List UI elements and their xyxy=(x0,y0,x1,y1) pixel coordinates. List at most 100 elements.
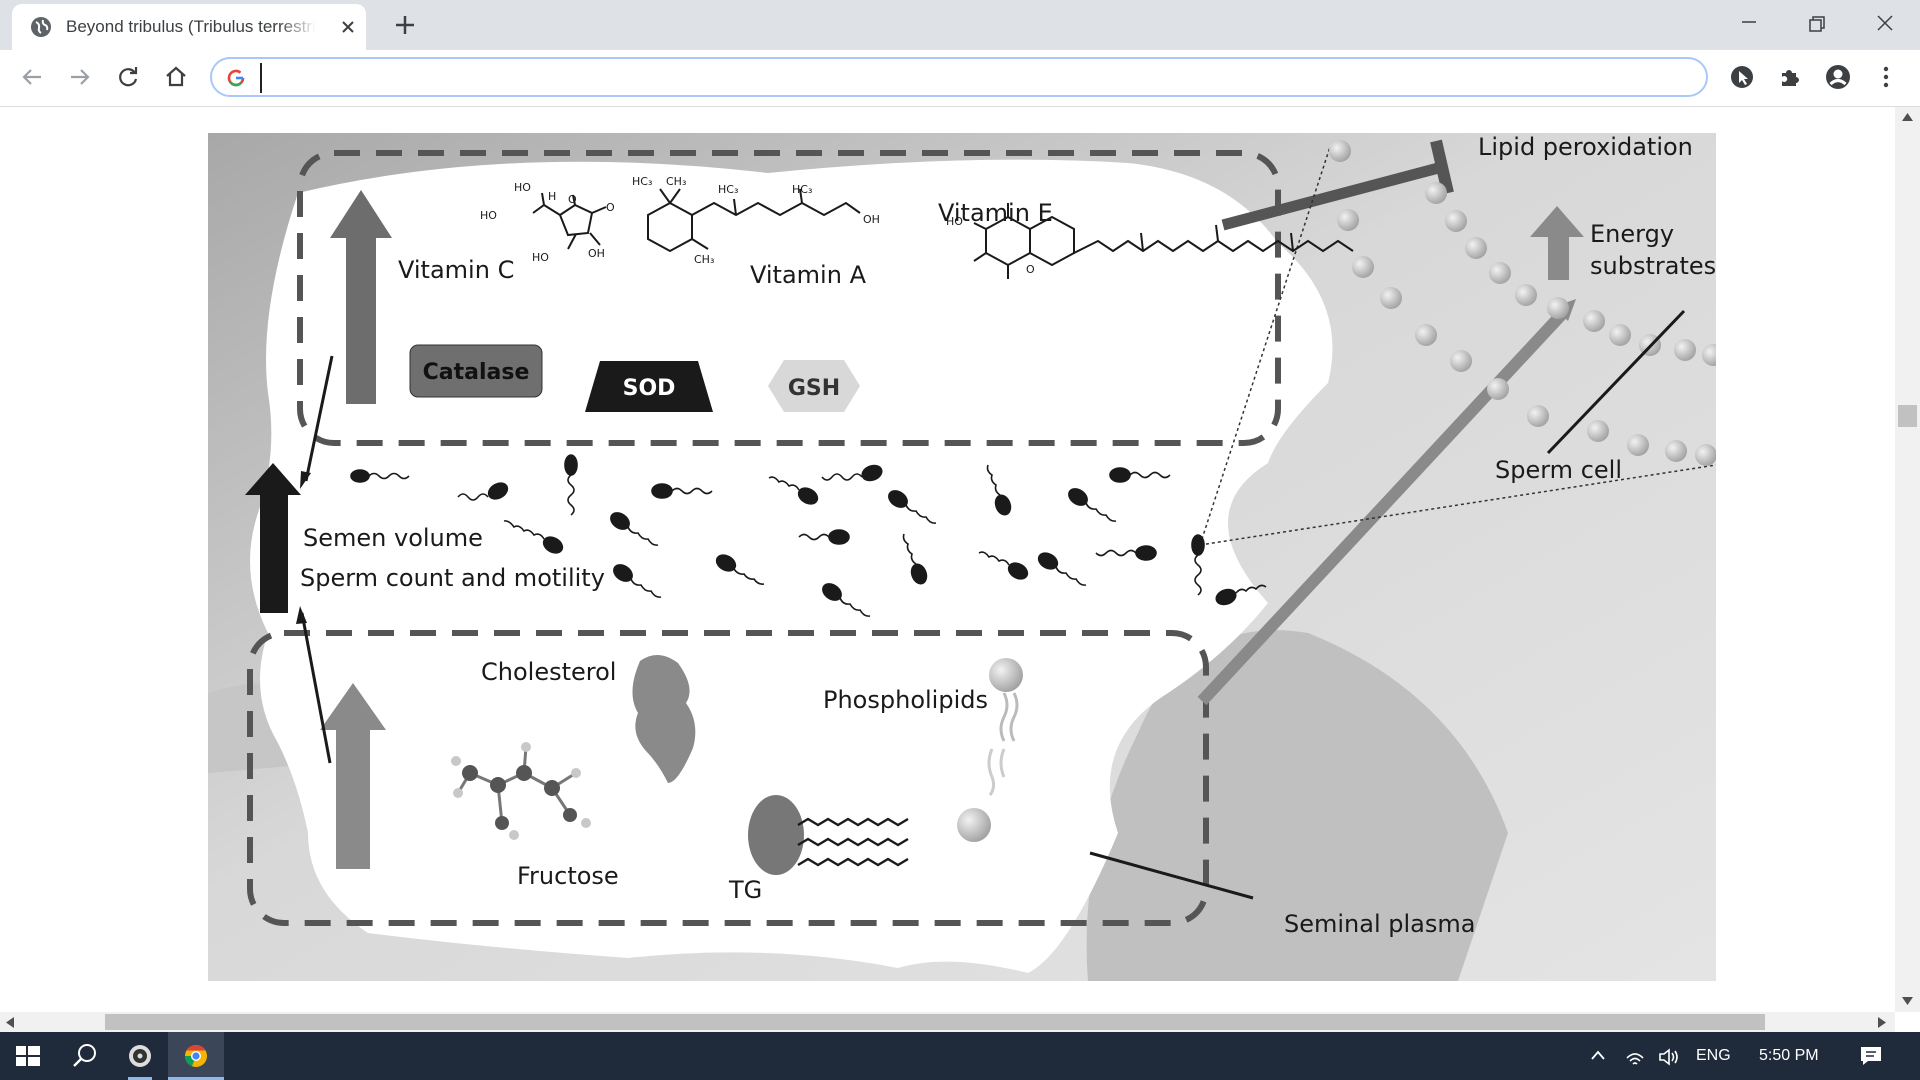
fructose-molecule xyxy=(451,742,591,840)
windows-start-icon[interactable] xyxy=(0,1032,56,1080)
chevron-up-icon[interactable] xyxy=(1588,1046,1608,1066)
sperm xyxy=(503,520,564,554)
seminal-plasma-pointer xyxy=(1089,851,1254,900)
sperm xyxy=(610,512,659,546)
vc-ho-top: HO xyxy=(514,181,531,194)
vc-ho-bottom: HO xyxy=(532,251,549,264)
catalase-label: Catalase xyxy=(423,360,530,385)
vitamin-a-atoms: HC₃ CH₃ HC₃ HC₃ OH CH₃ xyxy=(632,175,880,266)
vitamin-c-atoms: HO H HO O O HO OH xyxy=(480,181,615,264)
back-arrow-icon[interactable] xyxy=(17,62,47,92)
browser-tab[interactable]: Beyond tribulus (Tribulus terrestris xyxy=(12,4,366,50)
clock[interactable]: 5:50 PM xyxy=(1759,1047,1819,1064)
network-icon[interactable] xyxy=(1624,1046,1646,1068)
vertical-scroll-thumb[interactable] xyxy=(1898,405,1917,427)
scroll-down-icon[interactable] xyxy=(1902,997,1913,1005)
substrates-label: substrates xyxy=(1590,252,1716,280)
media-app-icon[interactable] xyxy=(112,1032,168,1080)
close-icon[interactable] xyxy=(338,17,358,37)
notification-icon[interactable] xyxy=(1858,1044,1884,1068)
sperm xyxy=(978,551,1029,580)
globe-icon xyxy=(31,17,51,37)
phospholipids-label: Phospholipids xyxy=(823,686,988,714)
google-g-icon xyxy=(227,69,245,87)
sperm xyxy=(1109,467,1171,483)
catalase-box xyxy=(409,344,543,398)
plus-icon[interactable] xyxy=(392,12,418,38)
gsh-shape xyxy=(768,360,860,412)
forward-arrow-icon[interactable] xyxy=(65,62,95,92)
browser-toolbar xyxy=(0,50,1920,107)
inhibition-line xyxy=(1221,160,1448,231)
windows-taskbar: ENG 5:50 PM xyxy=(0,1032,1920,1080)
seminal-plasma-label: Seminal plasma xyxy=(1284,910,1475,938)
vertical-scrollbar[interactable] xyxy=(1895,107,1920,1012)
vitamin-c-structure xyxy=(532,192,607,250)
va-ch3-1: CH₃ xyxy=(666,175,686,188)
sperm xyxy=(651,483,713,499)
sperm xyxy=(715,554,765,585)
scroll-right-icon[interactable] xyxy=(1878,1017,1886,1028)
semen-volume-label: Semen volume xyxy=(303,524,483,552)
sperm xyxy=(888,490,937,524)
nutrients-box xyxy=(247,630,1209,926)
thin-arrow-up-head xyxy=(296,606,307,624)
sperm-cell-pointer xyxy=(1546,309,1686,455)
nutrient-increase-arrow xyxy=(320,683,386,869)
energy-diagonal-arrow xyxy=(1197,308,1568,706)
phospholipid-molecule xyxy=(957,658,1023,842)
chrome-icon[interactable] xyxy=(168,1032,224,1080)
puzzle-icon[interactable] xyxy=(1775,62,1805,92)
sperm xyxy=(768,476,819,505)
ve-o: O xyxy=(1026,263,1035,276)
scroll-up-icon[interactable] xyxy=(1902,113,1913,121)
sperm xyxy=(822,583,871,617)
cholesterol-label: Cholesterol xyxy=(481,658,616,686)
vitamin-e-structure xyxy=(973,203,1354,279)
page-viewport: HO H HO O O HO OH HC₃ CH₃ HC₃ HC₃ OH CH₃ xyxy=(0,107,1895,1012)
restore-icon[interactable] xyxy=(1802,10,1832,40)
vc-o-keto: O xyxy=(606,201,615,214)
sod-shape xyxy=(585,361,713,412)
vc-ho-left: HO xyxy=(480,209,497,222)
vitamin-a-label: Vitamin A xyxy=(750,261,867,289)
sperm xyxy=(821,464,883,482)
address-input[interactable] xyxy=(260,63,1688,93)
ve-ho: HO xyxy=(946,215,963,228)
tab-strip: Beyond tribulus (Tribulus terrestris xyxy=(0,0,1920,50)
tg-molecule xyxy=(748,795,909,875)
sod-label: SOD xyxy=(623,376,676,401)
reload-icon[interactable] xyxy=(113,62,143,92)
sperm xyxy=(1068,488,1117,522)
language-indicator[interactable]: ENG xyxy=(1696,1047,1731,1064)
energy-increase-arrow xyxy=(1530,206,1584,280)
va-hc3-1: HC₃ xyxy=(632,175,652,188)
gray-wave-right xyxy=(1086,630,1508,981)
scroll-left-icon[interactable] xyxy=(6,1017,14,1028)
sperm xyxy=(1095,545,1157,561)
kebab-menu-icon[interactable] xyxy=(1871,62,1901,92)
address-bar[interactable] xyxy=(210,57,1708,97)
sperm xyxy=(902,533,928,585)
va-ch3-2: CH₃ xyxy=(694,253,714,266)
semen-increase-arrow xyxy=(245,463,301,613)
profile-icon[interactable] xyxy=(1823,62,1853,92)
vitamin-e-label: Vitamin E xyxy=(938,199,1053,227)
sperm-cell-label: Sperm cell xyxy=(1495,456,1622,484)
gsh-label: GSH xyxy=(788,376,840,401)
thin-arrow-up xyxy=(300,612,332,764)
lipid-bilayer xyxy=(1329,140,1716,466)
search-icon[interactable] xyxy=(56,1032,112,1080)
sperm-cells xyxy=(350,454,1267,617)
thin-arrow-down-head xyxy=(300,471,311,489)
sperm xyxy=(564,454,578,516)
horizontal-scroll-thumb[interactable] xyxy=(105,1014,1765,1030)
cursor-extension-icon[interactable] xyxy=(1727,62,1757,92)
close-window-icon[interactable] xyxy=(1870,10,1900,40)
home-icon[interactable] xyxy=(161,62,191,92)
volume-icon[interactable] xyxy=(1657,1046,1681,1068)
tg-label: TG xyxy=(728,876,762,904)
vitamin-a-structure xyxy=(647,188,861,253)
minimize-icon[interactable] xyxy=(1734,10,1764,40)
tab-title: Beyond tribulus (Tribulus terrestris xyxy=(66,17,316,36)
